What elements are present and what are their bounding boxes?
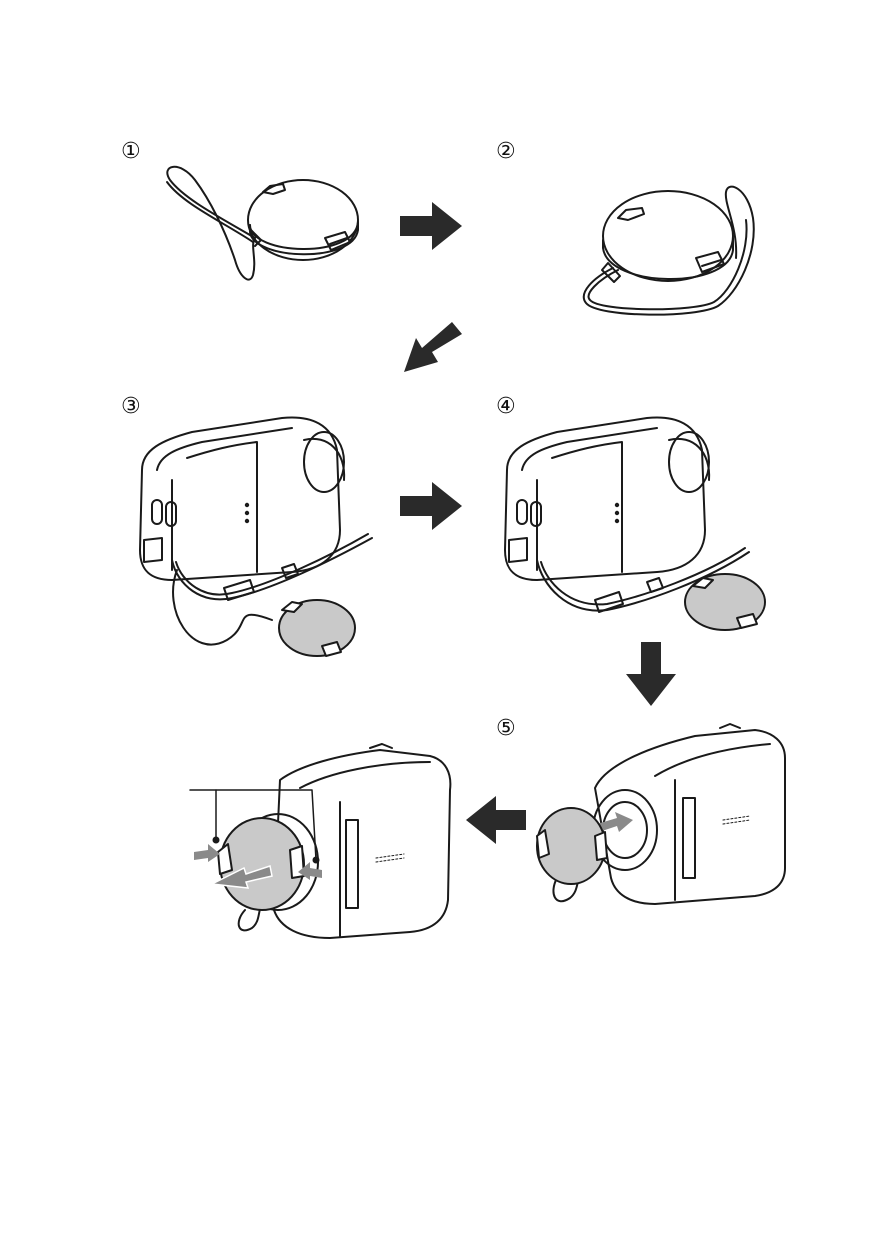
arrow-down-left: [402, 322, 464, 374]
step-number-1: ①: [121, 141, 141, 163]
arrow-down: [626, 642, 676, 706]
arrow-right-2: [400, 482, 462, 530]
figure-camera-strap-tightened: [497, 410, 782, 635]
arrow-left: [466, 796, 526, 844]
figure-lens-cap-strap-loop: [155, 160, 370, 290]
step-number-2: ②: [496, 141, 516, 163]
figure-attaching-lens-cap: [535, 718, 790, 918]
figure-lens-cap-strap-pulled: [578, 178, 763, 323]
figure-camera-strap-cap: [132, 410, 382, 660]
arrow-right-1: [400, 202, 462, 250]
step-number-5: ⑤: [496, 718, 516, 740]
figure-pinch-cap-tabs: [190, 740, 455, 940]
